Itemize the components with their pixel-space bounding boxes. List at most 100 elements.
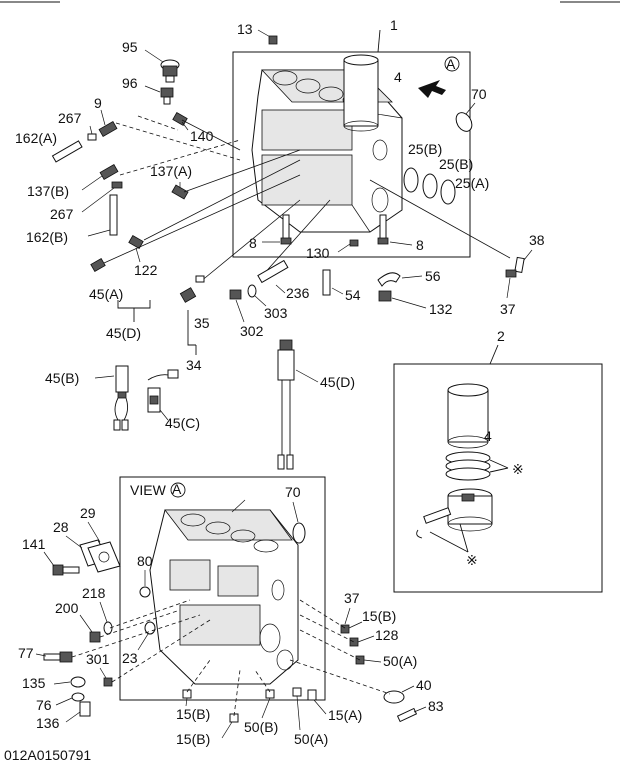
sensor-45b xyxy=(113,365,129,431)
switch-35 xyxy=(179,275,205,303)
sensor-45d xyxy=(277,339,295,470)
callout-29: 29 xyxy=(80,505,96,521)
callout-267-top: 267 xyxy=(58,110,82,126)
cylinder-block-frame xyxy=(232,29,471,258)
view-a-block-illustration xyxy=(149,509,299,685)
switch-45a xyxy=(90,257,106,273)
callout-34: 34 xyxy=(186,357,202,373)
seal-70-view xyxy=(292,522,306,544)
view-a-frame xyxy=(119,476,326,701)
callout-45d-right: 45(D) xyxy=(320,374,355,390)
callout-45b: 45(B) xyxy=(45,370,79,386)
callout-1: 1 xyxy=(390,17,398,33)
view-a-title: VIEW xyxy=(130,482,167,498)
callout-218: 218 xyxy=(82,585,106,601)
fitting-122 xyxy=(128,234,144,250)
callout-23: 23 xyxy=(122,650,138,666)
plug-301 xyxy=(103,677,113,687)
union-9 xyxy=(87,120,118,141)
callout-25a: 25(A) xyxy=(455,175,489,191)
pipe-38 xyxy=(505,256,525,278)
callout-130: 130 xyxy=(306,245,330,261)
callout-2: 2 xyxy=(497,328,505,344)
callout-4-kit: 4 xyxy=(484,428,492,444)
callout-136: 136 xyxy=(36,715,60,731)
callout-128: 128 xyxy=(375,627,399,643)
callout-15b-2: 15(B) xyxy=(176,706,210,722)
callout-38: 38 xyxy=(529,232,545,248)
plug-136 xyxy=(79,701,91,717)
callout-135: 135 xyxy=(22,675,46,691)
pipe-162a xyxy=(51,140,83,163)
connector-140 xyxy=(172,111,188,127)
callout-70-view-a: 70 xyxy=(285,484,301,500)
callout-56: 56 xyxy=(425,268,441,284)
elbow-77 xyxy=(43,651,73,663)
callout-162b: 162(B) xyxy=(26,229,68,245)
callout-236: 236 xyxy=(286,285,310,301)
view-marker-top: A xyxy=(446,56,456,72)
leader-lines-top xyxy=(103,115,511,283)
callout-40: 40 xyxy=(416,677,432,693)
callout-4-top: 4 xyxy=(394,69,402,85)
callout-15b-3: 15(B) xyxy=(176,731,210,747)
callout-45d-left: 45(D) xyxy=(106,325,141,341)
callout-301: 301 xyxy=(86,651,110,667)
callout-302: 302 xyxy=(240,323,264,339)
pipe-162b xyxy=(109,194,118,236)
callout-70-top: 70 xyxy=(471,86,487,102)
callout-45c: 45(C) xyxy=(165,415,200,431)
callout-140: 140 xyxy=(190,128,214,144)
sender-unit-95 xyxy=(160,59,180,83)
drawing-id: 012A0150791 xyxy=(4,747,91,763)
callout-labels: 13 1 A 95 96 4 70 9 267 162(A) 140 25(B)… xyxy=(15,17,545,747)
cylinder-liner-illustration xyxy=(343,54,379,132)
callout-37-top: 37 xyxy=(500,301,516,317)
callout-96: 96 xyxy=(122,75,138,91)
adapter-96 xyxy=(160,87,174,105)
callout-137a: 137(A) xyxy=(150,163,192,179)
asterisk-rings: ※ xyxy=(512,461,524,477)
callout-13: 13 xyxy=(237,21,253,37)
group-brackets xyxy=(117,300,197,355)
callout-25b-1: 25(B) xyxy=(408,141,442,157)
view-a-arrow xyxy=(418,56,460,98)
callout-15a: 15(A) xyxy=(328,707,362,723)
callout-50a-2: 50(A) xyxy=(294,731,328,747)
leader-lines-view-a xyxy=(71,599,391,717)
callout-50b: 50(B) xyxy=(244,719,278,735)
piston xyxy=(416,488,493,553)
callout-137b: 137(B) xyxy=(27,183,69,199)
plug-132 xyxy=(378,290,392,302)
bracket-56 xyxy=(377,272,401,287)
gasket-303 xyxy=(247,284,257,298)
o-rings-25 xyxy=(403,167,456,205)
stud-54 xyxy=(322,269,331,296)
callout-122: 122 xyxy=(134,262,158,278)
callout-162a: 162(A) xyxy=(15,130,57,146)
plug-200 xyxy=(89,631,101,643)
callout-37-view-a: 37 xyxy=(344,590,360,606)
callout-35: 35 xyxy=(194,315,210,331)
adapter-137a xyxy=(171,184,189,200)
callout-132: 132 xyxy=(429,301,453,317)
callout-83: 83 xyxy=(428,698,444,714)
bolts-8 xyxy=(280,214,389,247)
plug-236 xyxy=(257,259,289,284)
sensor-45c xyxy=(147,369,179,413)
plug-302 xyxy=(229,289,242,300)
liner-4-kit xyxy=(447,383,489,449)
bolt-141 xyxy=(52,564,80,576)
piston-rings xyxy=(445,451,509,481)
seal-70-top xyxy=(455,112,473,132)
callout-80: 80 xyxy=(137,553,153,569)
callout-50a-1: 50(A) xyxy=(383,653,417,669)
callout-28: 28 xyxy=(53,519,69,535)
callout-95: 95 xyxy=(122,39,138,55)
callout-8-right: 8 xyxy=(416,237,424,253)
callout-25b-2: 25(B) xyxy=(439,156,473,172)
callout-8-left: 8 xyxy=(249,235,257,251)
plug-135 xyxy=(70,676,86,688)
callout-9: 9 xyxy=(94,95,102,111)
callout-77: 77 xyxy=(18,645,34,661)
